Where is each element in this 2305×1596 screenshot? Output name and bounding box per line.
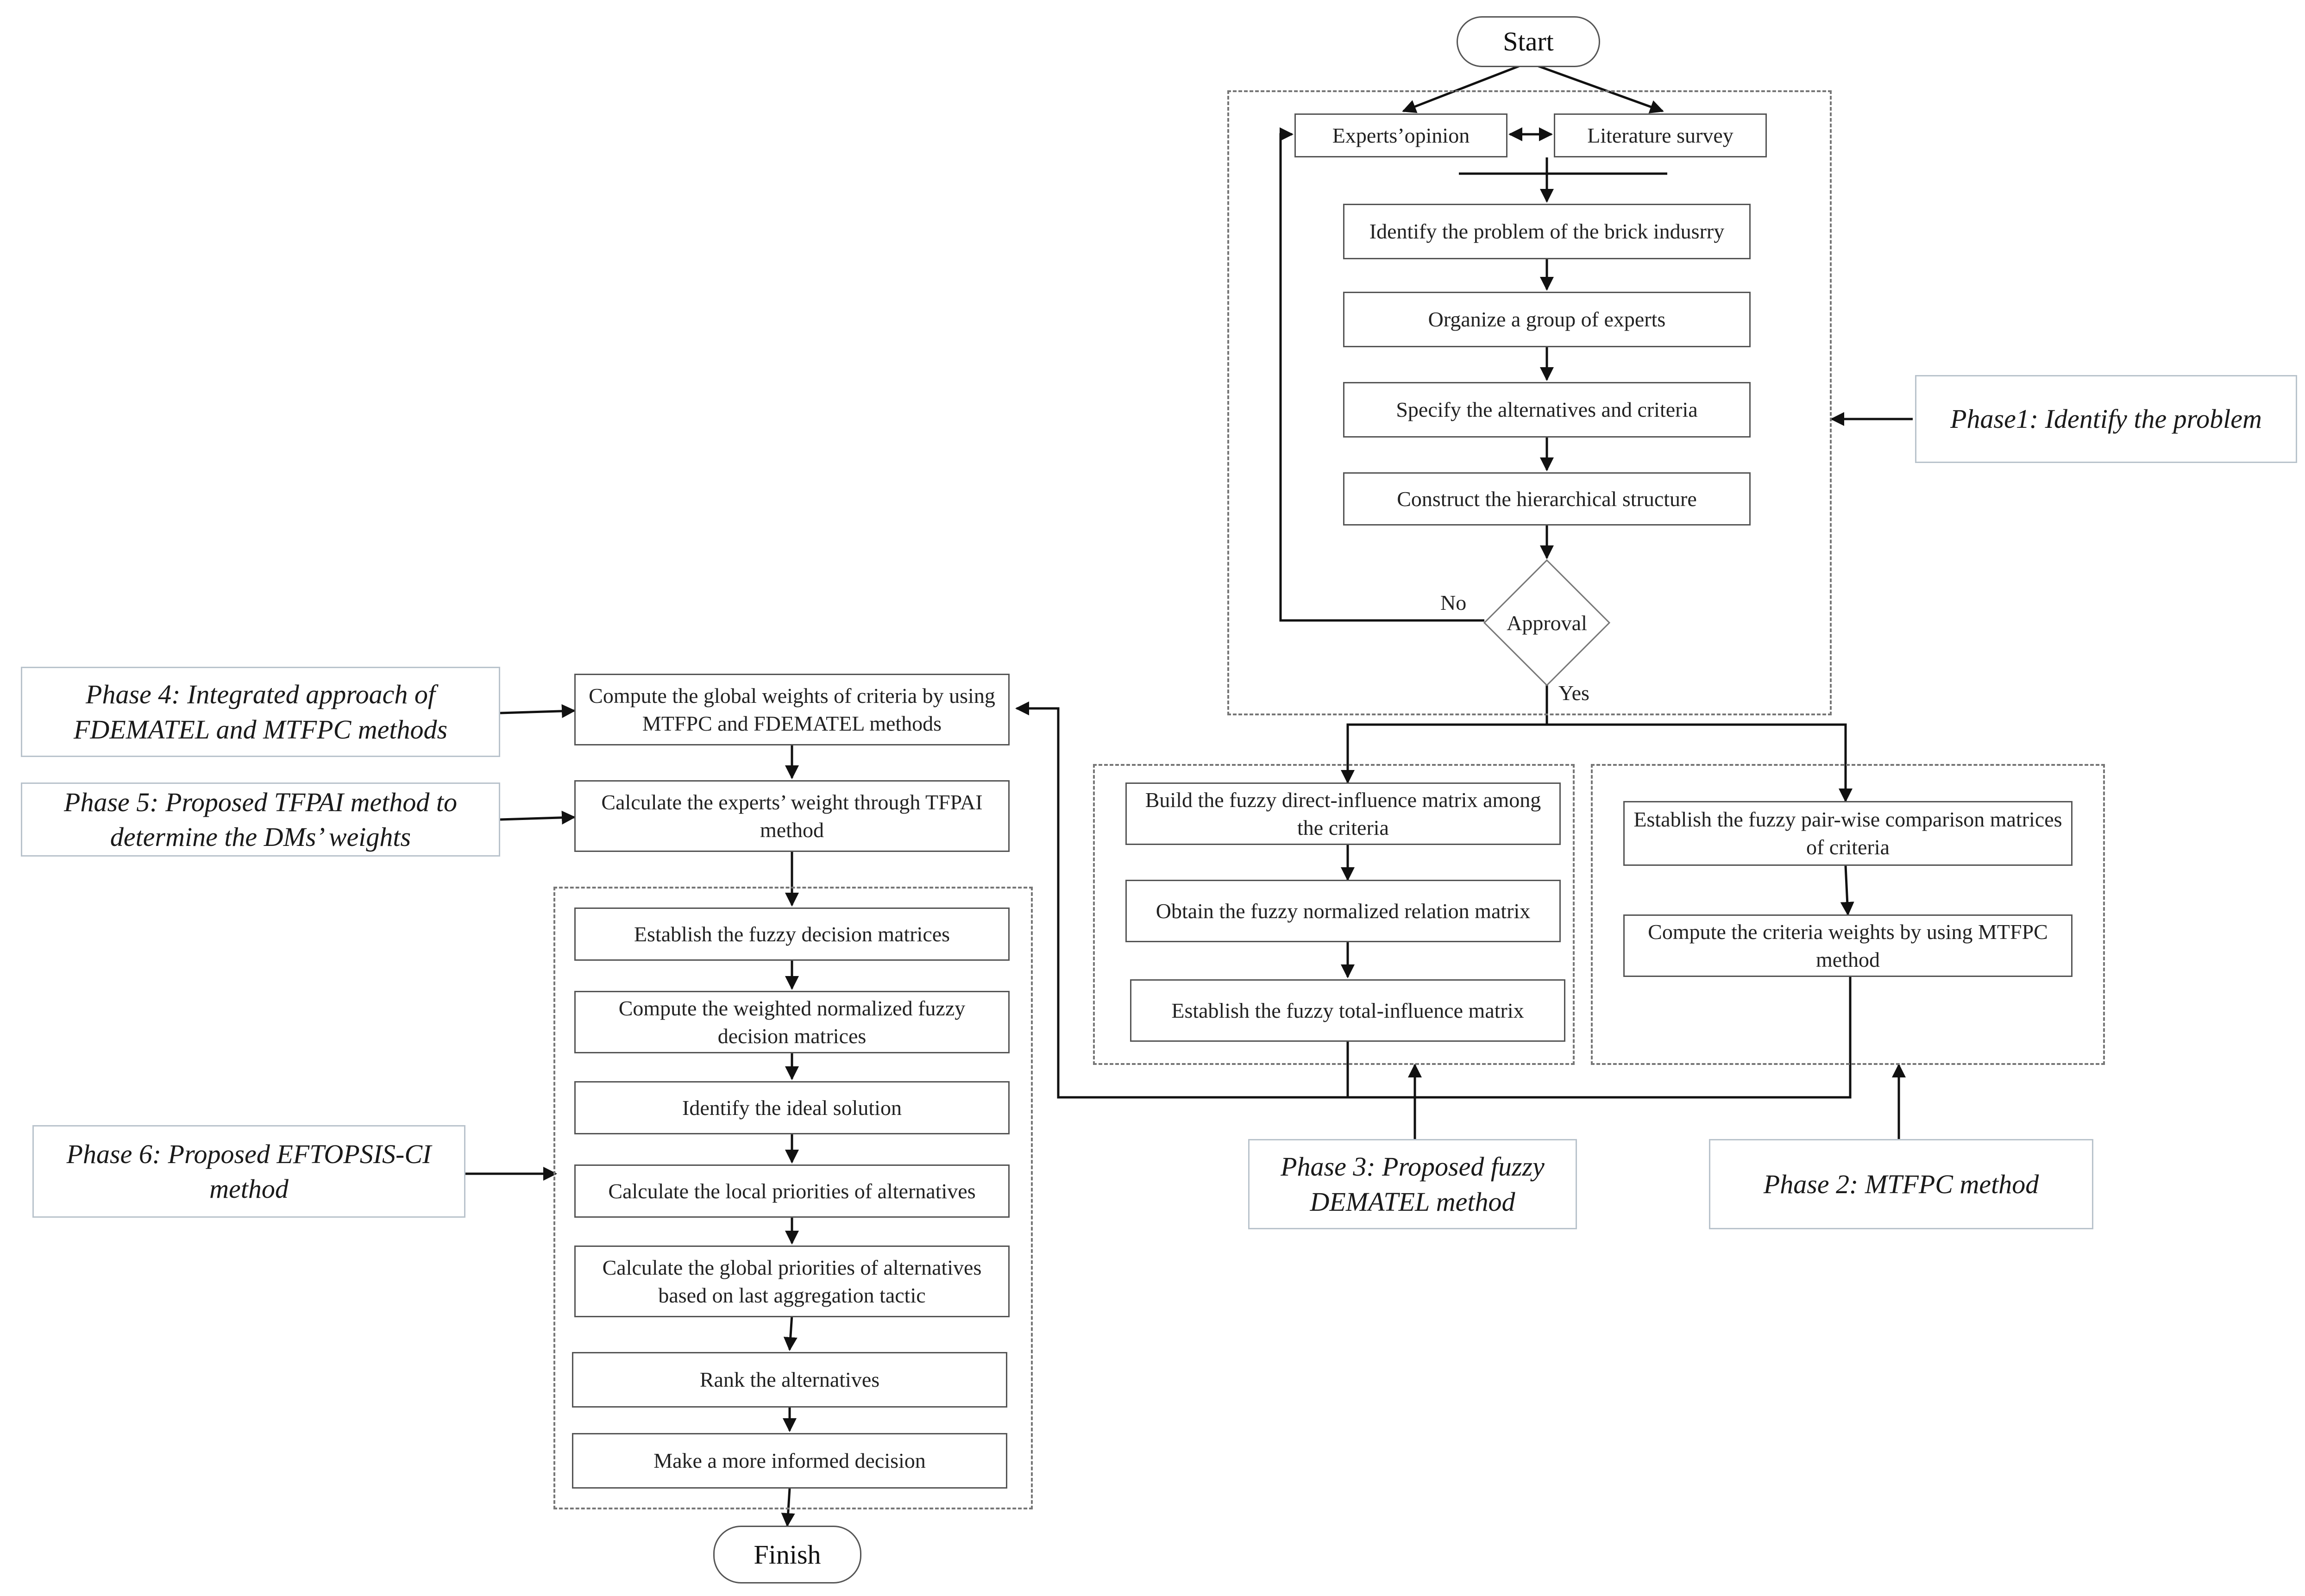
phase1-group <box>1227 90 1832 715</box>
phase2-group <box>1591 764 2105 1065</box>
yes-to-phase3-arrow <box>1341 683 1548 784</box>
phase6-label: Phase 6: Proposed EFTOPSIS-CI method <box>32 1125 465 1218</box>
phase6-group <box>553 887 1033 1509</box>
experts-opinion-box: Experts’opinion <box>1294 113 1507 157</box>
to-identify-arrow <box>1459 157 1667 201</box>
p6-step-3-box: Identify the ideal solution <box>574 1081 1010 1134</box>
p6-step-6-box: Rank the alternatives <box>572 1352 1007 1408</box>
p3-normalized-relation-box: Obtain the fuzzy normalized relation mat… <box>1125 880 1561 942</box>
p6-step-2-box: Compute the weighted normalized fuzzy de… <box>574 991 1010 1053</box>
start-terminal: Start <box>1457 16 1600 67</box>
p5-experts-weight-box: Calculate the experts’ weight through TF… <box>574 780 1010 852</box>
p4-global-weights-box: Compute the global weights of criteria b… <box>574 674 1010 745</box>
yes-to-phase2-arrow <box>1547 723 1853 802</box>
phase2-label: Phase 2: MTFPC method <box>1709 1139 2093 1229</box>
phase2-merge-line <box>1058 977 1852 1099</box>
start-to-literature-arrow <box>1528 61 1664 113</box>
p3-total-influence-box: Establish the fuzzy total-influence matr… <box>1130 979 1565 1042</box>
p6-s5-to-s6-arrow <box>783 1314 798 1351</box>
start-to-experts-arrow <box>1402 61 1529 113</box>
phase3-group <box>1093 764 1575 1065</box>
literature-survey-box: Literature survey <box>1554 113 1767 157</box>
p6-step-5-box: Calculate the global priorities of alter… <box>574 1246 1010 1317</box>
identify-problem-box: Identify the problem of the brick indusr… <box>1343 204 1751 259</box>
phase4-label: Phase 4: Integrated approach of FDEMATEL… <box>21 667 500 757</box>
organize-experts-box: Organize a group of experts <box>1343 292 1751 347</box>
phase5-label-arrow <box>500 810 576 825</box>
p2-pairwise-box: Establish the fuzzy pair-wise comparison… <box>1623 801 2073 866</box>
approval-label: Approval <box>1507 611 1587 635</box>
p2-step1-to-step2-arrow <box>1840 865 1854 916</box>
phase1-label: Phase1: Identify the problem <box>1915 375 2297 463</box>
p6-s7-to-finish-arrow <box>781 1488 795 1527</box>
p6-step-4-box: Calculate the local priorities of altern… <box>574 1164 1010 1218</box>
construct-structure-box: Construct the hierarchical structure <box>1343 472 1751 526</box>
p3-direct-influence-box: Build the fuzzy direct-influence matrix … <box>1125 782 1561 845</box>
phase3-label: Phase 3: Proposed fuzzy DEMATEL method <box>1248 1139 1577 1229</box>
p2-criteria-weights-box: Compute the criteria weights by using MT… <box>1623 914 2073 977</box>
finish-terminal: Finish <box>713 1526 861 1583</box>
yes-label: Yes <box>1558 681 1589 705</box>
no-loop-arrow <box>1279 127 1484 622</box>
p6-step-1-box: Establish the fuzzy decision matrices <box>574 908 1010 961</box>
phase4-label-arrow <box>500 704 576 718</box>
specify-alternatives-box: Specify the alternatives and criteria <box>1343 382 1751 438</box>
approval-diamond <box>1483 559 1611 687</box>
no-label: No <box>1440 591 1467 614</box>
phase5-label: Phase 5: Proposed TFPAI method to determ… <box>21 782 500 857</box>
p6-step-7-box: Make a more informed decision <box>572 1433 1007 1489</box>
